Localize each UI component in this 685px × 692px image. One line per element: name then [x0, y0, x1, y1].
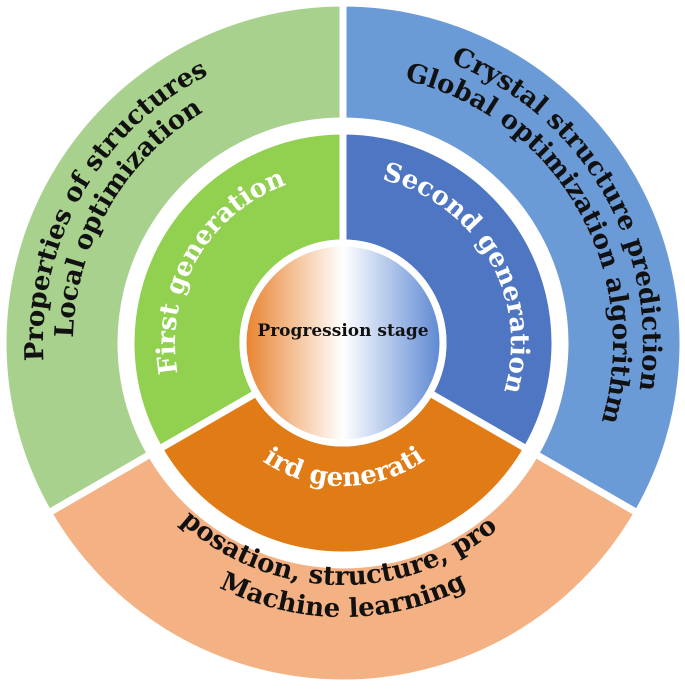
outer-segment-third-generation — [45, 450, 641, 687]
center-circle — [239, 239, 447, 447]
outer-segment-first-generation — [0, 0, 347, 517]
outer-segment-second-generation — [339, 0, 685, 517]
center-label: Progression stage — [257, 321, 428, 341]
